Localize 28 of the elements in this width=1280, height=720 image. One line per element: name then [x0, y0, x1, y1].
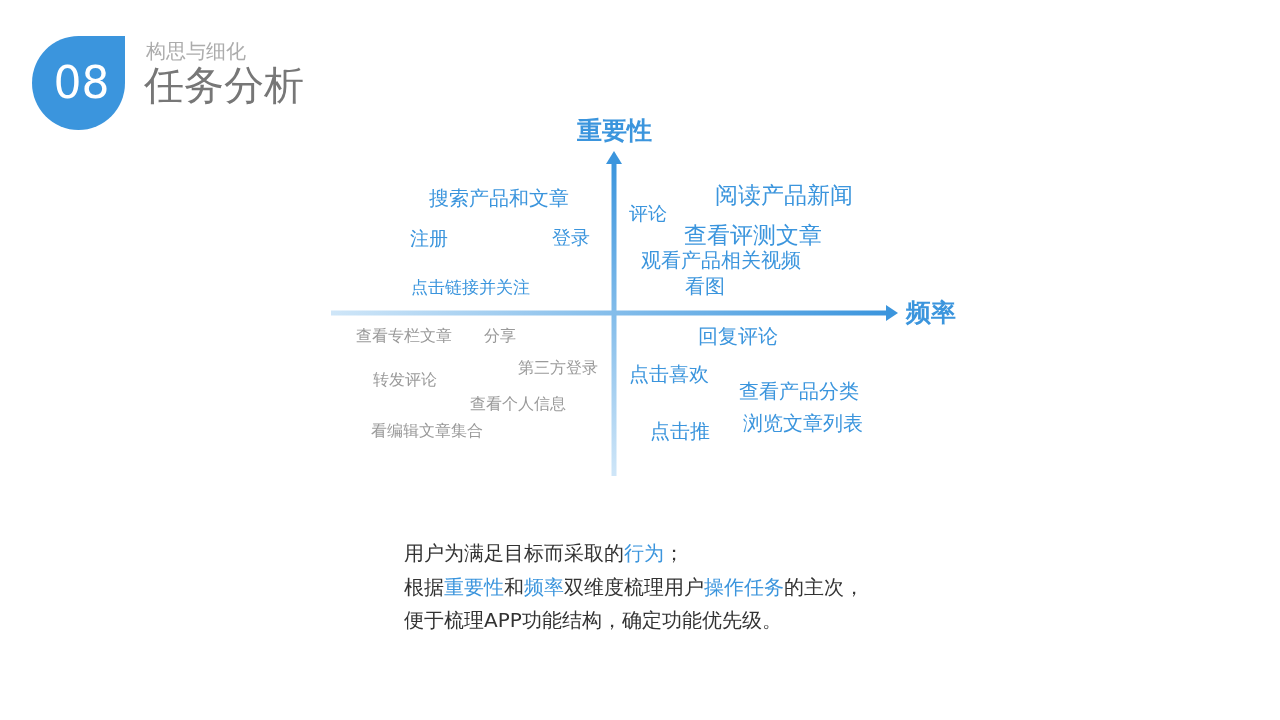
task-label: 查看产品分类 [739, 382, 859, 402]
axis-label: 重要性 [577, 118, 652, 143]
section-subtitle: 构思与细化 [146, 41, 246, 61]
task-label: 点击推 [650, 422, 710, 442]
task-label: 阅读产品新闻 [715, 184, 853, 207]
description-text: 便于梳理APP功能结构，确定功能优先级。 [404, 610, 782, 630]
task-label: 点击链接并关注 [411, 280, 530, 297]
task-label: 转发评论 [373, 372, 437, 388]
task-label: 评论 [629, 204, 667, 223]
task-label: 观看产品相关视频 [641, 251, 801, 271]
task-label: 看编辑文章集合 [371, 423, 483, 439]
description-text: 用户为满足目标而采取的行为； [404, 543, 684, 563]
task-label: 回复评论 [698, 327, 778, 347]
number-badge: 08 [32, 36, 125, 130]
task-label: 第三方登录 [518, 360, 598, 376]
task-label: 点击喜欢 [629, 365, 709, 385]
task-label: 查看个人信息 [470, 396, 566, 412]
task-label: 分享 [484, 328, 516, 344]
task-label: 浏览文章列表 [743, 414, 863, 434]
task-label: 查看评测文章 [684, 223, 822, 246]
task-label: 注册 [410, 229, 448, 248]
page-title: 任务分析 [144, 65, 304, 105]
task-label: 看图 [685, 277, 725, 297]
task-label: 搜索产品和文章 [429, 189, 569, 209]
axis-label: 频率 [906, 300, 956, 325]
task-label: 查看专栏文章 [356, 328, 452, 344]
task-label: 登录 [552, 228, 590, 247]
description-text: 根据重要性和频率双维度梳理用户操作任务的主次， [404, 577, 864, 597]
